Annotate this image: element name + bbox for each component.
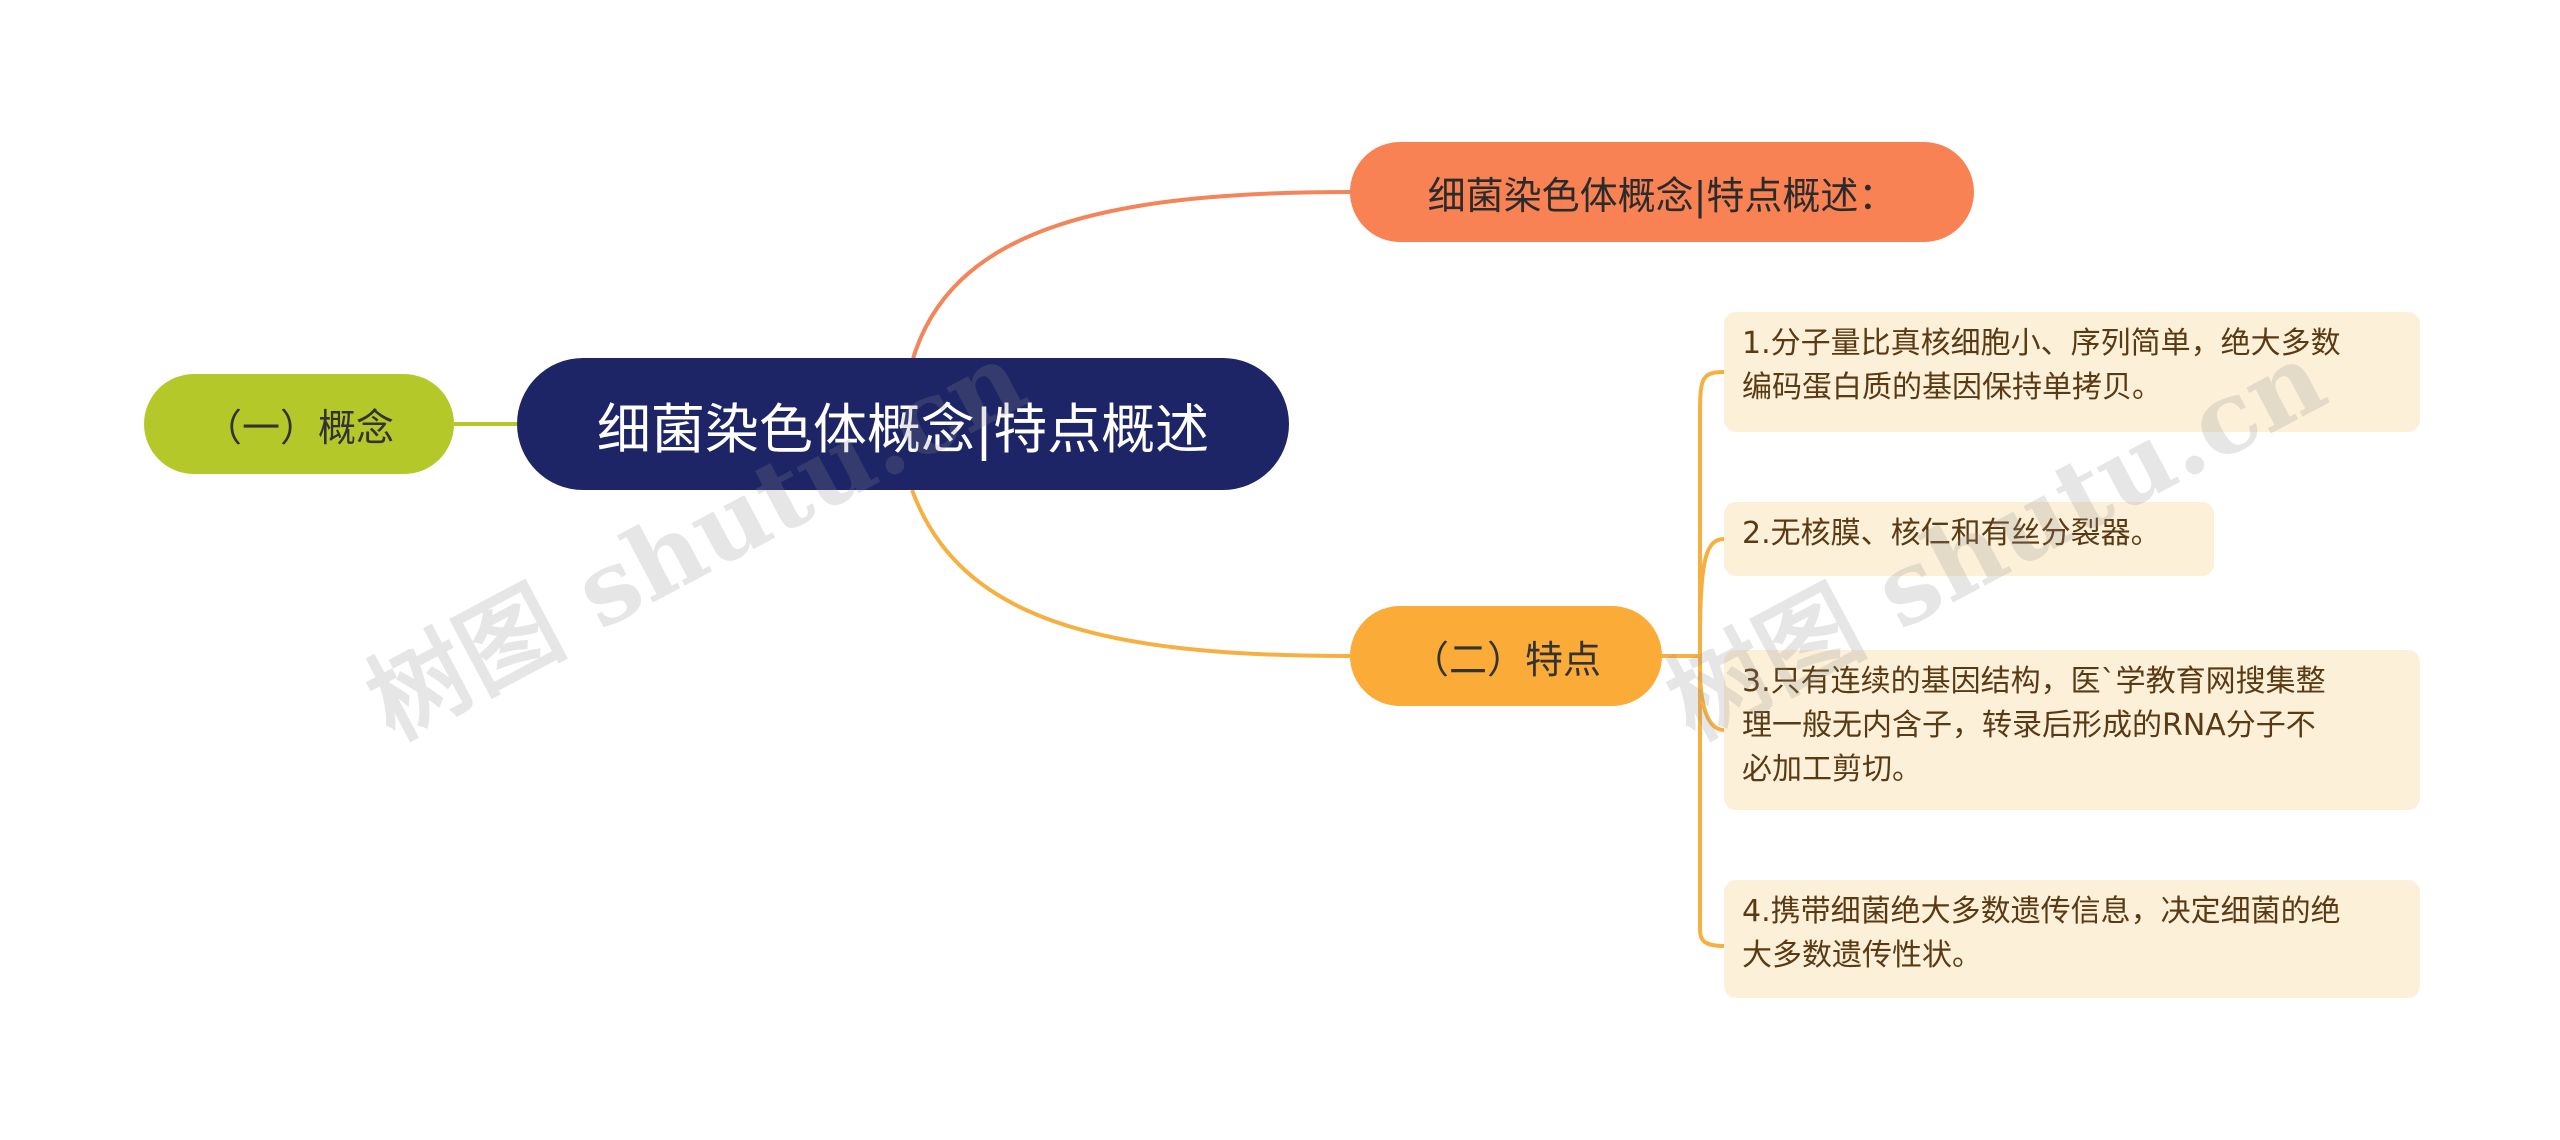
feature-item-1[interactable]: 1.分子量比真核细胞小、序列简单，绝大多数 编码蛋白质的基因保持单拷贝。	[1724, 312, 2420, 432]
root-node[interactable]: 细菌染色体概念|特点概述	[517, 358, 1289, 490]
feature-item-3-line-3: 必加工剪切。	[1742, 752, 1922, 787]
root-label: 细菌染色体概念|特点概述	[596, 397, 1210, 461]
connector-root-features	[910, 489, 1351, 658]
branch-features-label: （二）特点	[1410, 637, 1601, 682]
feature-item-4-line-2: 大多数遗传性状。	[1742, 938, 1982, 973]
feature-item-1-line-1: 1.分子量比真核细胞小、序列简单，绝大多数	[1742, 326, 2341, 361]
connector-root-summary	[910, 190, 1351, 363]
branch-summary-label: 细菌染色体概念|特点概述：	[1427, 173, 1897, 218]
branch-concept[interactable]: （一）概念	[144, 374, 454, 474]
feature-item-2-line-1: 2.无核膜、核仁和有丝分裂器。	[1742, 516, 2161, 551]
feature-item-4-line-1: 4.携带细菌绝大多数遗传信息，决定细菌的绝	[1742, 894, 2341, 929]
branch-features[interactable]: （二）特点	[1350, 606, 1662, 706]
connector-features-items	[1662, 370, 1725, 948]
feature-item-3-line-1: 3.只有连续的基因结构，医`学教育网搜集整	[1742, 664, 2326, 699]
feature-item-4[interactable]: 4.携带细菌绝大多数遗传信息，决定细菌的绝 大多数遗传性状。	[1724, 880, 2420, 998]
feature-item-3-line-2: 理一般无内含子，转录后形成的RNA分子不	[1742, 708, 2316, 743]
feature-item-2[interactable]: 2.无核膜、核仁和有丝分裂器。	[1724, 502, 2214, 576]
feature-item-1-line-2: 编码蛋白质的基因保持单拷贝。	[1742, 370, 2162, 405]
branch-summary[interactable]: 细菌染色体概念|特点概述：	[1350, 142, 1974, 242]
branch-concept-label: （一）概念	[203, 405, 394, 450]
feature-item-3[interactable]: 3.只有连续的基因结构，医`学教育网搜集整 理一般无内含子，转录后形成的RNA分…	[1724, 650, 2420, 810]
